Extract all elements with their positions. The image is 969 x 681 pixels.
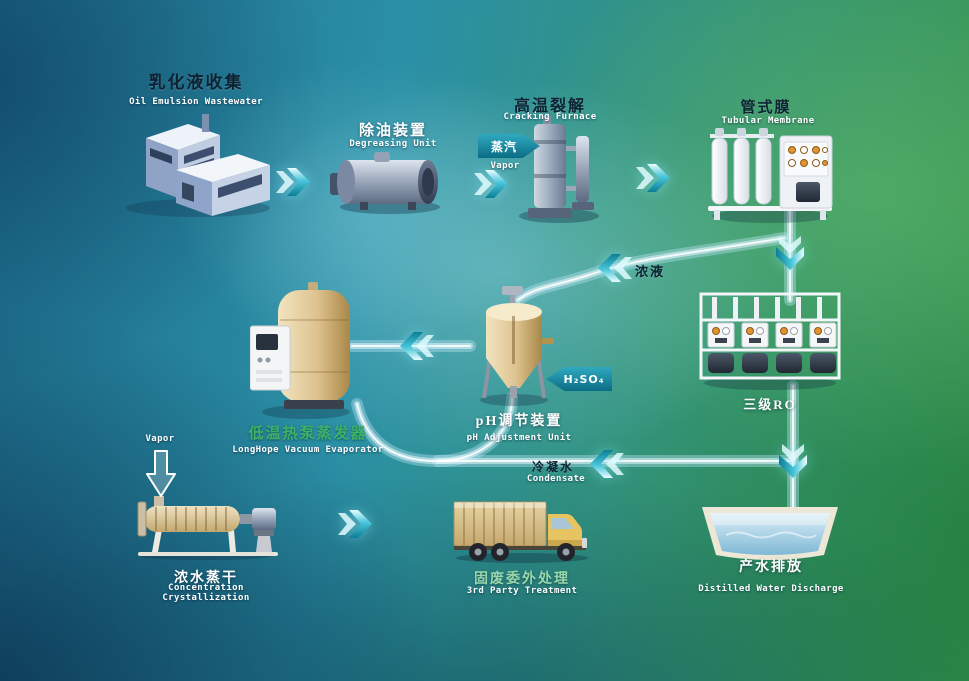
dryer-label-en: Concentration Crystallization (162, 583, 250, 603)
membrane-label-zh: 管式膜 (740, 100, 792, 116)
flow-chevron-furnace-to-membrane (636, 164, 670, 192)
cracking-furnace-illustration (519, 116, 599, 223)
degreasing-label-zh: 除油装置 (358, 123, 427, 139)
furnace-label-zh: 高温裂解 (513, 98, 586, 115)
flow-chevron-factory-to-degreasing (276, 168, 310, 196)
pool-label-zh: 产水排放 (739, 560, 803, 575)
condensate-label-en: Condensate (526, 474, 586, 484)
ro-unit-illustration (699, 292, 841, 390)
flow-chevron-ro-to-pool (779, 444, 807, 478)
dryer-illustration (137, 496, 278, 560)
vapor-out-label: Vapor (145, 434, 175, 444)
degreasing-unit-illustration (330, 152, 440, 214)
concentrate-label: 浓液 (634, 264, 665, 279)
flow-chevron-dryer-to-truck (338, 510, 372, 538)
flow-chevron-ph-to-evaporator (400, 332, 434, 360)
truck-illustration (453, 501, 588, 563)
ph-label-en: pH Adjustment Unit (466, 433, 572, 443)
evaporator-label-en: LongHope Vacuum Evaporator (232, 445, 384, 455)
factory-illustration (126, 114, 270, 217)
ro-label-zh: 三级RO (743, 397, 797, 412)
evaporator-label-zh: 低温热泵蒸发器 (248, 426, 368, 442)
steam-label-en: Vapor (490, 161, 520, 171)
condensate-label-zh: 冷凝水 (531, 460, 574, 474)
degreasing-label-en: Degreasing Unit (349, 139, 437, 149)
flow-chevron-membrane-to-ro (776, 236, 804, 270)
ph-label-zh: pH调节装置 (475, 414, 563, 429)
truck-label-zh: 固废委外处理 (474, 572, 570, 587)
pool-illustration (702, 507, 838, 560)
factory-label-zh: 乳化液收集 (148, 73, 244, 92)
steam-label-zh: 蒸汽 (490, 139, 517, 154)
pool-label-en: Distilled Water Discharge (698, 584, 844, 594)
tubular-membrane-illustration (708, 128, 833, 223)
factory-label-en: Oil Emulsion Wastewater (129, 97, 263, 107)
membrane-label-en: Tubular Membrane (721, 116, 815, 126)
truck-label-en: 3rd Party Treatment (466, 586, 578, 596)
furnace-label-en: Cracking Furnace (503, 112, 597, 122)
flow-chevron-degreasing-to-furnace (474, 170, 508, 198)
evaporator-illustration (250, 282, 350, 419)
ph-tank-illustration (480, 286, 554, 406)
dryer-label-zh: 浓水蒸干 (174, 571, 238, 586)
vapor-down-arrow (146, 450, 176, 497)
acid-label: H₂SO₄ (563, 372, 605, 386)
